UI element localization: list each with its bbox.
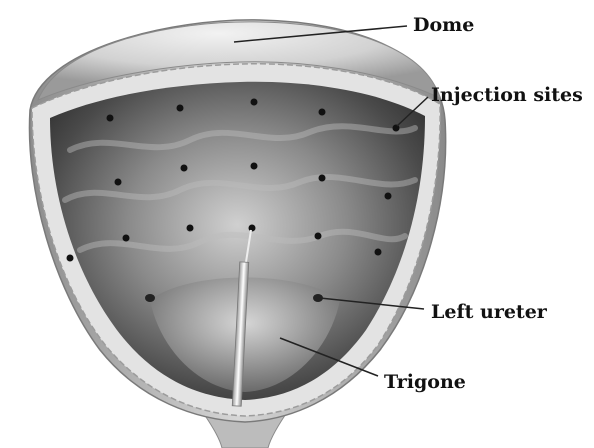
injection-dot [375, 249, 382, 256]
injection-dot [319, 175, 326, 182]
injection-dot [319, 109, 326, 116]
injection-dot [123, 235, 130, 242]
injection-dot [187, 225, 194, 232]
injection-dot [385, 193, 392, 200]
injection-dot [315, 233, 322, 240]
label-trigone: Trigone [384, 371, 466, 393]
label-left-ureter: Left ureter [431, 301, 548, 323]
injection-dot [177, 105, 184, 112]
right-ureter-orifice [145, 294, 155, 302]
injection-dot [251, 163, 258, 170]
injection-dot [249, 225, 256, 232]
label-dome: Dome [413, 14, 474, 36]
injection-dot [251, 99, 258, 106]
label-injection-sites: Injection sites [431, 84, 583, 106]
injection-dot [181, 165, 188, 172]
injection-dot [107, 115, 114, 122]
injection-dot [115, 179, 122, 186]
injection-dot [67, 255, 74, 262]
